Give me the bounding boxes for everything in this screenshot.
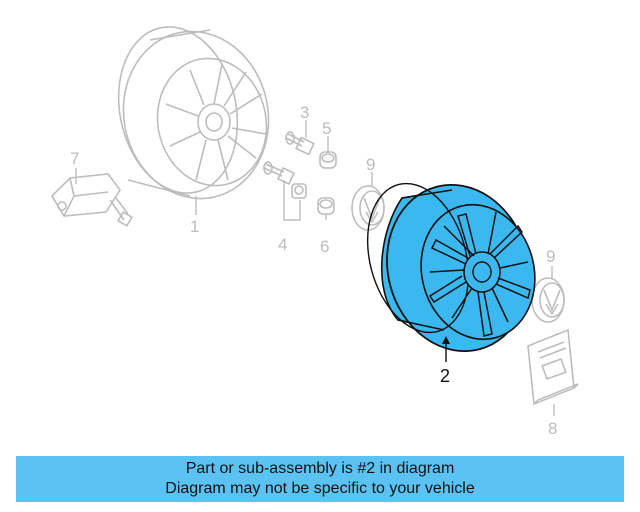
callout-1: 1 [190, 217, 199, 236]
callout-9-left: 9 [366, 155, 375, 174]
callout-4: 4 [278, 235, 287, 254]
wheel-bolt-part-3[interactable] [285, 131, 315, 156]
banner-line-2: Diagram may not be specific to your vehi… [165, 480, 475, 497]
center-cap-part-9-right[interactable] [531, 277, 565, 323]
info-banner: Part or sub-assembly is #2 in diagram Di… [16, 456, 624, 502]
wheel-part-2-highlighted[interactable] [352, 169, 550, 368]
bolt-cap-part-6[interactable] [317, 197, 335, 215]
callout-5: 5 [322, 119, 331, 138]
tire-pressure-sensor-part-7[interactable] [50, 173, 133, 227]
parts-diagram: 1 2 3 4 5 6 7 8 9 9 [50, 16, 579, 438]
wheel-part-1[interactable] [104, 16, 284, 212]
callout-2: 2 [440, 366, 450, 386]
callout-7: 7 [70, 149, 79, 168]
callout-9-right: 9 [546, 247, 555, 266]
callout-6: 6 [320, 237, 329, 256]
wheel-bolt-part-4[interactable] [263, 161, 307, 199]
leader-arrow-part-2 [442, 336, 450, 344]
callout-3: 3 [300, 103, 309, 122]
callout-8: 8 [548, 419, 557, 438]
bolt-cap-part-5[interactable] [319, 151, 337, 169]
banner-line-1: Part or sub-assembly is #2 in diagram [185, 460, 455, 477]
center-cap-part-9-left[interactable] [351, 185, 385, 231]
leader-lines [75, 120, 555, 416]
label-part-8[interactable] [527, 328, 579, 406]
